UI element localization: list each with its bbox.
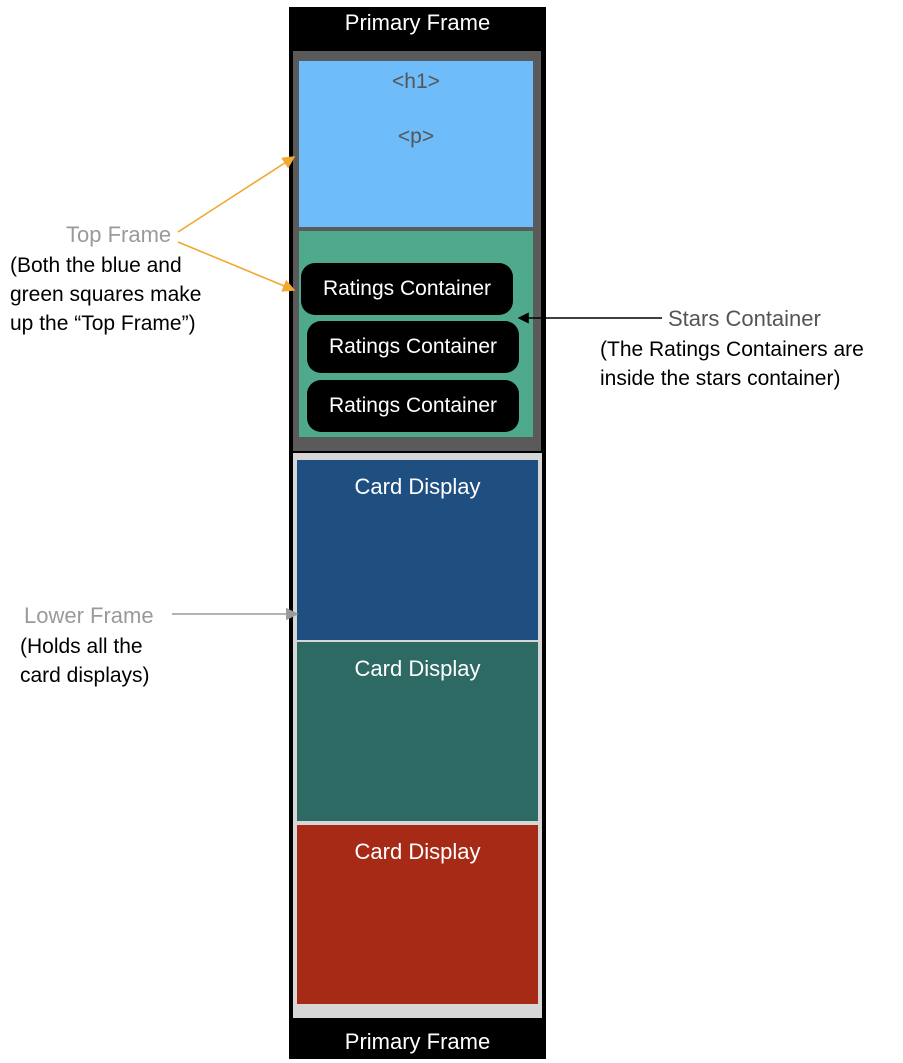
ratings-container: Ratings Container [307, 380, 519, 432]
annotation-line: (Holds all the [20, 635, 143, 658]
p-tag-label: <p> [397, 125, 435, 148]
top-frame-annotation-text: (Both the blue and green squares make up… [10, 251, 201, 338]
top-frame-blue-box: <h1> <p> [299, 61, 533, 227]
card-display: Card Display [297, 460, 538, 640]
primary-frame-label-bottom: Primary Frame [344, 1029, 491, 1054]
card-display: Card Display [297, 825, 538, 1004]
annotation-line: inside the stars container) [600, 367, 841, 390]
card-display-label: Card Display [354, 656, 481, 681]
annotation-line: (The Ratings Containers are [600, 338, 864, 361]
lower-frame-annotation-title: Lower Frame [24, 603, 154, 628]
annotation-line: card displays) [20, 664, 150, 687]
primary-frame-label-top: Primary Frame [344, 10, 491, 35]
card-display-label: Card Display [354, 839, 481, 864]
top-frame-annotation-title: Top Frame [66, 222, 172, 247]
annotation-line: (Both the blue and [10, 254, 182, 277]
lower-frame-annotation-text: (Holds all the card displays) [20, 632, 150, 690]
card-display-label: Card Display [354, 474, 481, 499]
stars-container-annotation-title: Stars Container [668, 306, 821, 331]
annotation-line: green squares make [10, 283, 202, 306]
stars-container-annotation-text: (The Ratings Containers are inside the s… [600, 335, 864, 393]
annotation-line: up the “Top Frame”) [10, 312, 196, 335]
top-frame-arrow-blue [177, 156, 296, 233]
ratings-container: Ratings Container [307, 321, 519, 373]
h1-tag-label: <h1> [392, 70, 440, 93]
ratings-container: Ratings Container [301, 263, 513, 315]
top-frame-arrow-green [177, 241, 296, 292]
card-display: Card Display [297, 642, 538, 821]
